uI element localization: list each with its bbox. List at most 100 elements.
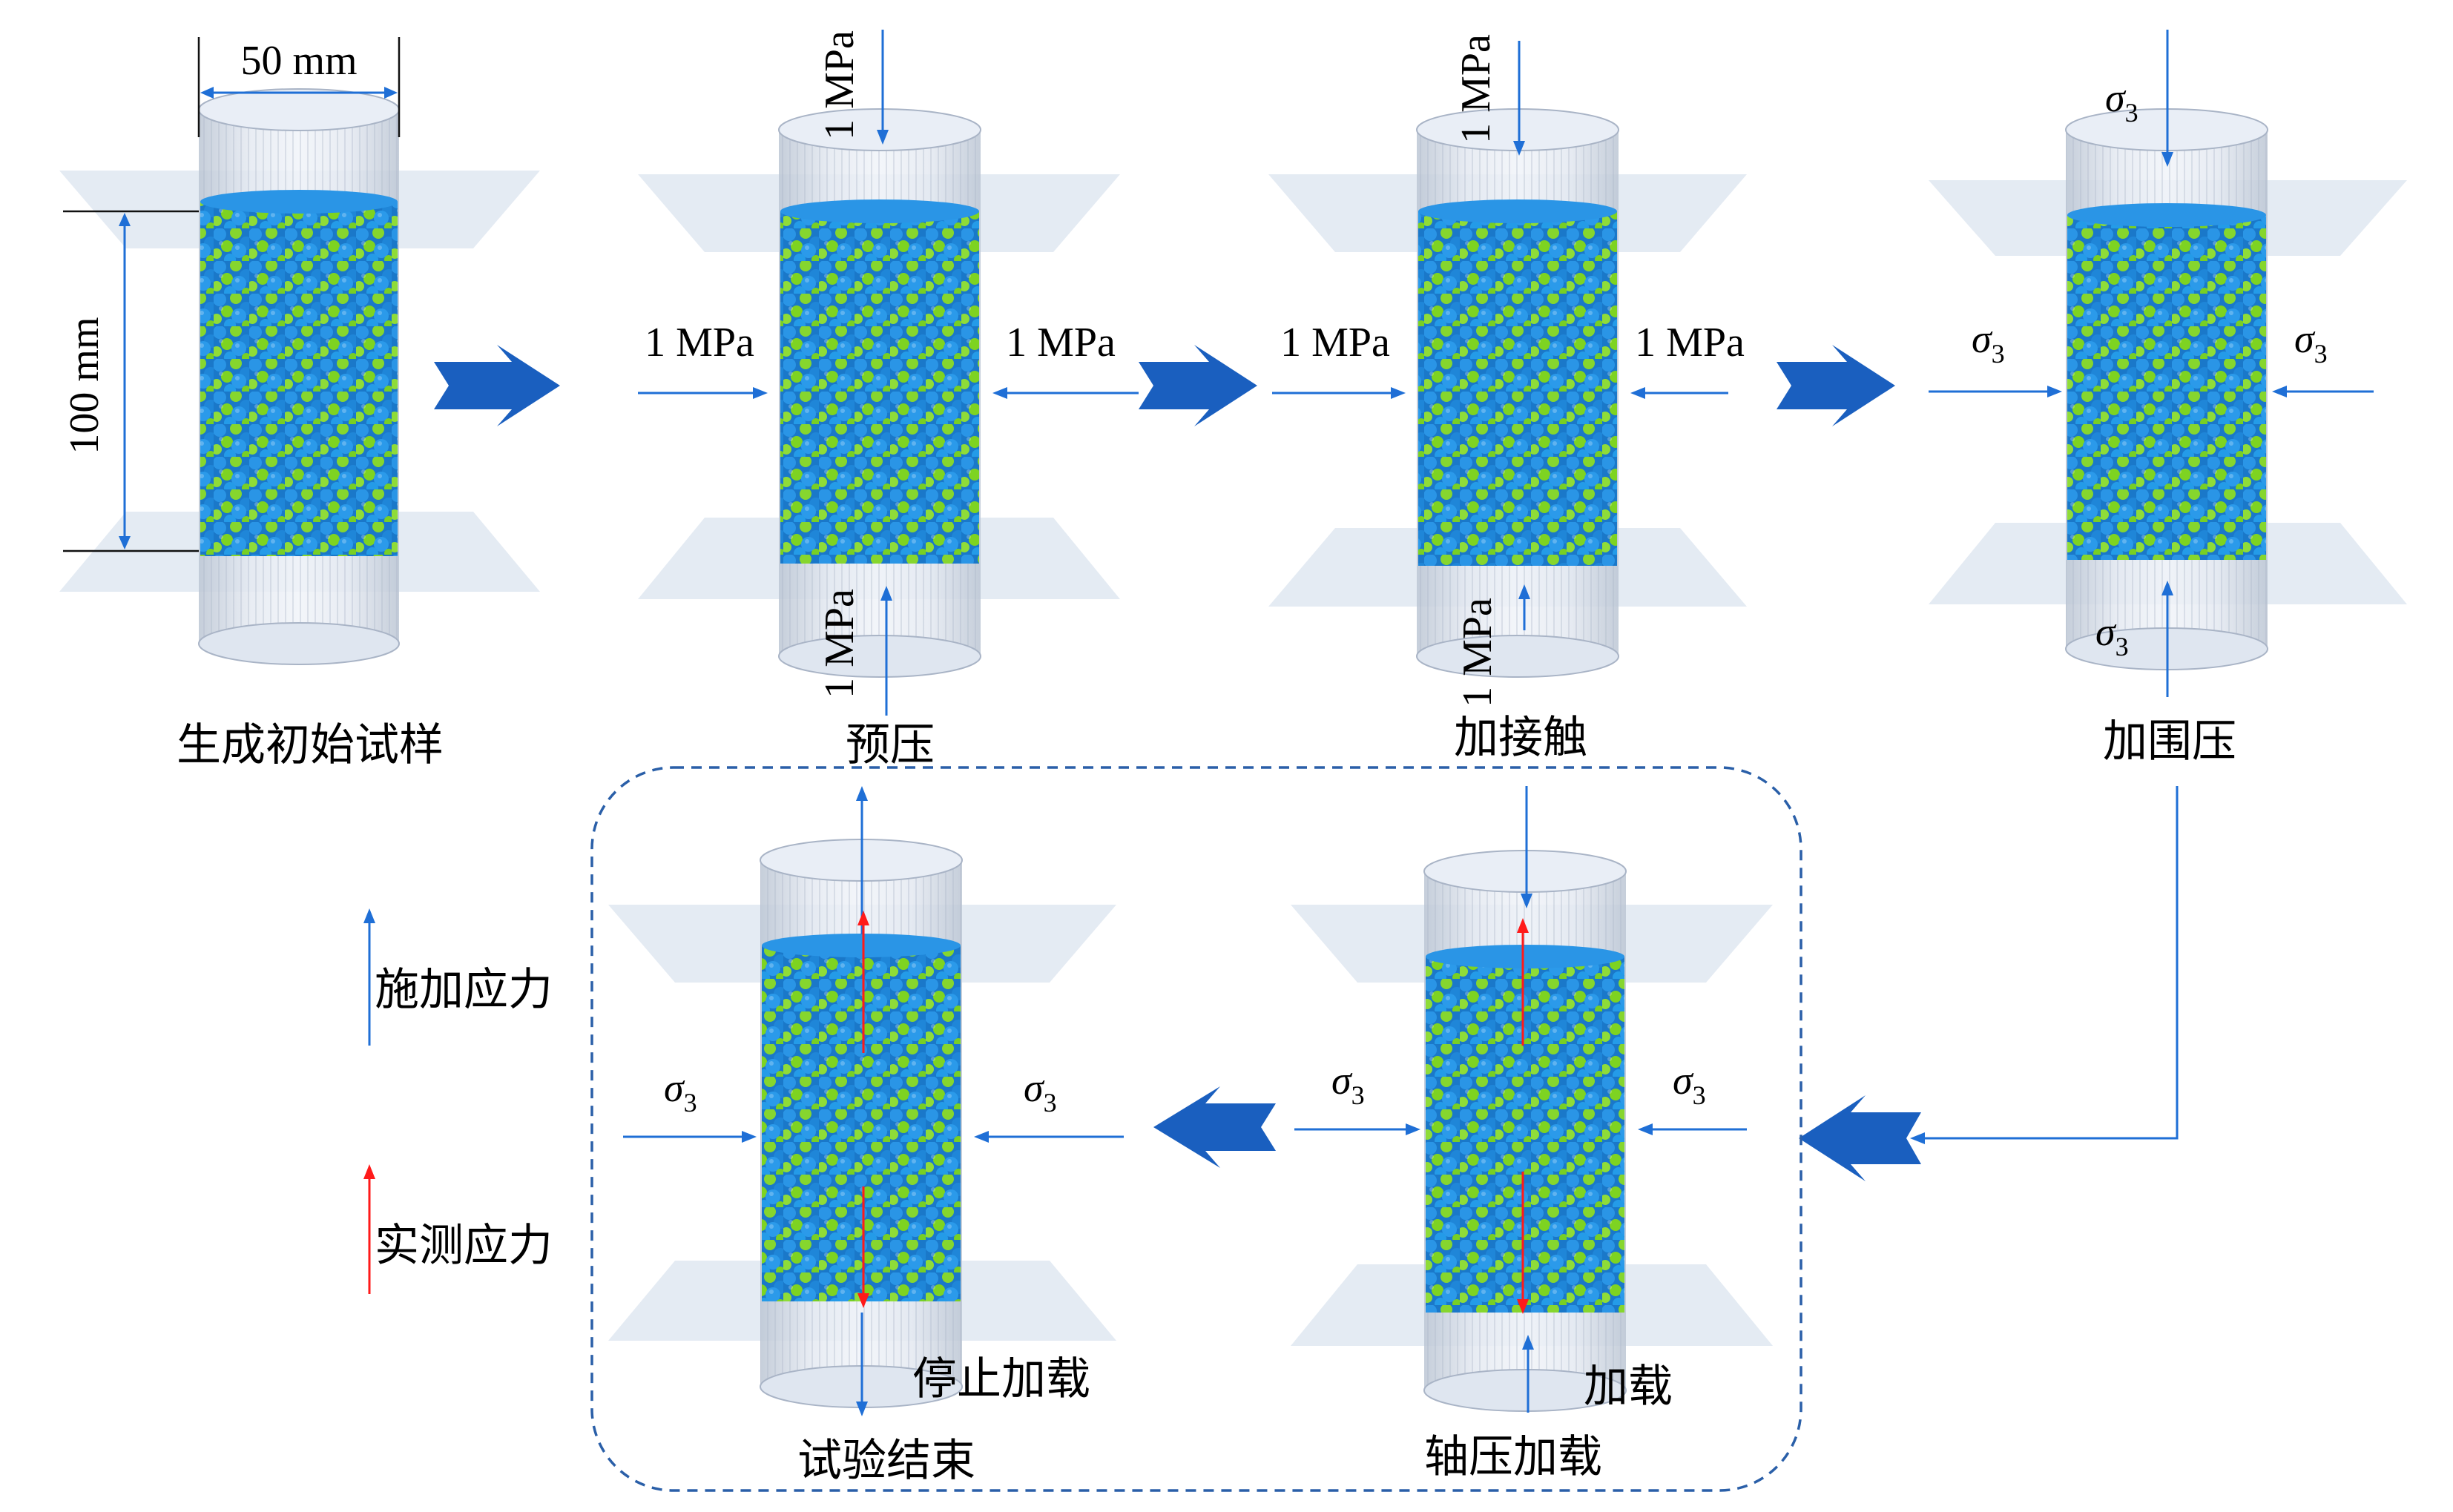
stage-4-label: 加围压: [2103, 716, 2236, 767]
stage-6-label: 试验结束: [797, 1435, 975, 1487]
left-load-arrowhead: [2047, 386, 2062, 397]
sigma-subscript: 3: [2125, 98, 2138, 128]
height-label: 100 mm: [62, 317, 108, 454]
particle-assembly: [1426, 957, 1624, 1313]
stage-1-label: 生成初始试样: [177, 719, 444, 771]
width-dimension-arrowhead-left: [200, 87, 214, 99]
bottom-load-label: σ3: [2095, 610, 2129, 661]
bottom-load-arrowhead: [2161, 581, 2173, 595]
sigma-symbol: σ: [1972, 317, 1993, 361]
stage-3-label: 加接触: [1454, 712, 1587, 764]
flow-arrow-2: [1139, 345, 1257, 426]
right-load-label: σ3: [1673, 1058, 1706, 1110]
right-load-arrowhead: [2272, 386, 2287, 397]
cylinder-top-face: [1423, 850, 1627, 893]
sigma-symbol: σ: [664, 1066, 685, 1110]
particle-assembly-top: [2067, 203, 2266, 227]
flow-arrow-4: [1799, 1095, 1921, 1181]
bottom-load-arrowhead: [880, 586, 892, 601]
left-load-arrowhead: [1406, 1123, 1420, 1135]
sigma-subscript: 3: [1044, 1088, 1057, 1118]
left-load-arrowhead: [753, 387, 768, 399]
stage-confining-pressure: σ3 σ3 σ3 σ3 加围压: [1929, 30, 2407, 767]
stage-5-label: 轴压加载: [1424, 1431, 1602, 1483]
top-load-label: 1 MPa: [1453, 34, 1499, 144]
particle-assembly: [1418, 211, 1617, 566]
sigma-subscript: 3: [1693, 1080, 1706, 1110]
cylinder-top-face: [198, 88, 400, 131]
cylinder-bottom-face: [778, 635, 981, 678]
legend-measured-arrowhead: [363, 1164, 375, 1179]
sigma-symbol: σ: [2095, 610, 2117, 654]
right-load-arrowhead: [1638, 1123, 1653, 1135]
loading-phase-box: [590, 766, 1802, 1492]
particle-assembly-top: [1418, 199, 1617, 223]
top-load-arrowhead: [1513, 141, 1525, 156]
measured-top-arrowhead: [1517, 918, 1529, 933]
applied-top-arrowhead: [856, 786, 868, 801]
measured-top-arrowhead: [857, 911, 869, 925]
left-load-label: 1 MPa: [645, 320, 754, 366]
top-load-arrowhead: [2161, 152, 2173, 167]
left-load-label: 1 MPa: [1280, 320, 1390, 366]
top-load-label: σ3: [2105, 76, 2138, 128]
flow-arrow-3: [1777, 345, 1895, 426]
cylinder-bottom-face: [1423, 1369, 1627, 1412]
stage-5-sublabel: 加载: [1584, 1361, 1673, 1413]
right-load-label: 1 MPa: [1635, 320, 1745, 366]
particle-assembly: [780, 211, 979, 564]
particle-assembly-top: [780, 199, 979, 223]
stage-generate-specimen: 50 mm 100 mm 生成初始试样: [59, 37, 540, 771]
sigma-subscript: 3: [1351, 1080, 1365, 1110]
height-dimension-arrowhead-bottom: [119, 536, 131, 549]
particle-assembly: [762, 945, 961, 1301]
sigma-symbol: σ: [2105, 76, 2127, 120]
sigma-subscript: 3: [2314, 339, 2328, 369]
right-load-label: 1 MPa: [1006, 320, 1116, 366]
particle-assembly-top: [200, 190, 398, 214]
legend: 施加应力 实测应力: [363, 908, 553, 1294]
left-load-arrowhead: [1391, 387, 1406, 399]
bottom-load-arrowhead: [1518, 584, 1530, 599]
stage-add-contact: 1 MPa 1 MPa 1 MPa 1 MPa 加接触: [1268, 34, 1747, 764]
measured-bottom-arrowhead: [857, 1293, 869, 1308]
left-load-label: σ3: [664, 1066, 697, 1118]
stage-test-end: σ3 σ3 停止加载 试验结束: [608, 786, 1124, 1487]
sigma-symbol: σ: [2294, 317, 2316, 361]
sigma-subscript: 3: [2115, 632, 2129, 661]
top-load-arrowhead: [877, 130, 889, 145]
sigma-subscript: 3: [684, 1088, 697, 1118]
sigma-symbol: σ: [1024, 1066, 1045, 1110]
connector-line: [1921, 786, 2179, 1140]
right-load-label: σ3: [1024, 1066, 1057, 1118]
applied-bottom-arrowhead: [856, 1402, 868, 1416]
particle-assembly-top: [762, 934, 961, 957]
height-dimension-arrowhead-top: [119, 213, 131, 226]
width-dimension-arrowhead-right: [384, 87, 398, 99]
legend-measured-label: 实测应力: [375, 1220, 553, 1272]
left-load-label: σ3: [1331, 1058, 1365, 1110]
stage-2-label: 预压: [846, 719, 935, 771]
legend-applied-label: 施加应力: [375, 964, 553, 1016]
applied-top-arrowhead: [1521, 894, 1532, 908]
sigma-symbol: σ: [1331, 1058, 1353, 1103]
particle-assembly: [2067, 215, 2266, 560]
stage-6-sublabel: 停止加载: [912, 1353, 1090, 1405]
connector-arrowhead: [1910, 1132, 1925, 1144]
width-label: 50 mm: [240, 38, 357, 84]
legend-applied-arrowhead: [363, 908, 375, 923]
sigma-subscript: 3: [1992, 339, 2005, 369]
stage-preload: 1 MPa 1 MPa 1 MPa 1 MPa 预压: [638, 30, 1139, 771]
cylinder-bottom-face: [198, 622, 400, 665]
left-load-arrowhead: [742, 1131, 757, 1143]
right-load-arrowhead: [1630, 387, 1645, 399]
left-load-label: σ3: [1972, 317, 2005, 369]
top-load-label: 1 MPa: [817, 30, 863, 140]
flow-arrow-1: [434, 345, 560, 426]
particle-assembly-top: [1426, 945, 1624, 968]
measured-bottom-arrowhead: [1517, 1299, 1529, 1314]
stage-axial-loading: σ3 σ3 加载 轴压加载: [1291, 786, 1773, 1483]
right-load-arrowhead: [974, 1131, 989, 1143]
applied-bottom-arrowhead: [1522, 1335, 1534, 1350]
